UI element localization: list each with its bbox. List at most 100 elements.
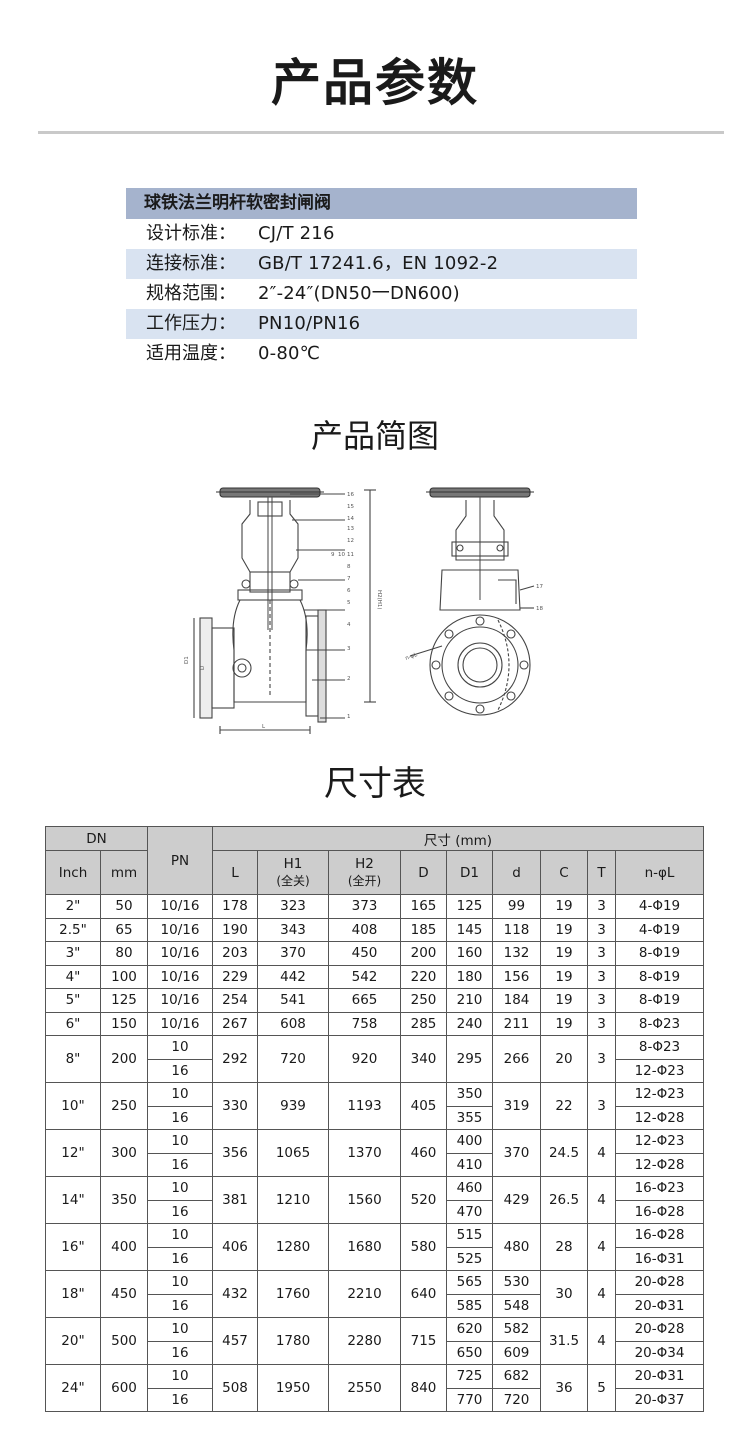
cell-l: 432 <box>212 1270 258 1318</box>
cell-l: 190 <box>212 917 258 942</box>
cell-inch: 12" <box>45 1129 101 1177</box>
header-h1: H1(全关) <box>257 850 329 895</box>
cell-h2: 2280 <box>328 1317 401 1365</box>
spec-row-connection: 连接标准： GB/T 17241.6，EN 1092-2 <box>126 249 637 279</box>
cell-npl: 16-Φ28 <box>615 1199 704 1224</box>
cell-inch: 14" <box>45 1176 101 1224</box>
cell-pn: 16 <box>147 1058 213 1083</box>
cell-d-outer: 580 <box>400 1223 447 1271</box>
cell-npl: 20-Φ31 <box>615 1364 704 1389</box>
spec-value: 2″-24″(DN50一DN600) <box>258 283 460 304</box>
cell-d-outer: 185 <box>400 917 447 942</box>
header-inch: Inch <box>45 850 101 895</box>
spec-panel: 球铁法兰明杆软密封闸阀 设计标准： CJ/T 216 连接标准： GB/T 17… <box>126 188 637 369</box>
cell-npl: 8-Φ23 <box>615 1035 704 1060</box>
cell-c: 30 <box>540 1270 588 1318</box>
cell-t: 3 <box>587 941 616 966</box>
cell-c: 19 <box>540 941 588 966</box>
cell-inch: 2" <box>45 894 101 919</box>
cell-npl: 4-Φ19 <box>615 894 704 919</box>
cell-mm: 600 <box>100 1364 148 1412</box>
cell-l: 229 <box>212 964 258 989</box>
spec-label: 连接标准： <box>146 253 236 274</box>
header-d-outer: D <box>400 850 447 895</box>
header-t: T <box>587 850 616 895</box>
cell-d-inner: 530 <box>492 1270 541 1295</box>
cell-l: 203 <box>212 941 258 966</box>
cell-h1: 323 <box>257 894 329 919</box>
cell-mm: 200 <box>100 1035 148 1083</box>
cell-d-outer: 200 <box>400 941 447 966</box>
spec-value: GB/T 17241.6，EN 1092-2 <box>258 253 499 274</box>
header-h2-label: H2 <box>355 856 374 872</box>
cell-c: 19 <box>540 917 588 942</box>
cell-mm: 50 <box>100 894 148 919</box>
cell-npl: 12-Φ23 <box>615 1082 704 1107</box>
cell-npl: 12-Φ28 <box>615 1152 704 1177</box>
cell-l: 406 <box>212 1223 258 1271</box>
cell-h2: 1193 <box>328 1082 401 1130</box>
cell-pn: 10/16 <box>147 988 213 1013</box>
cell-d-inner: 118 <box>492 917 541 942</box>
cell-c: 19 <box>540 894 588 919</box>
cell-t: 3 <box>587 1011 616 1036</box>
cell-npl: 8-Φ19 <box>615 988 704 1013</box>
cell-mm: 400 <box>100 1223 148 1271</box>
cell-h1: 1950 <box>257 1364 329 1412</box>
header-npl: n-φL <box>615 850 704 895</box>
cell-h1: 1780 <box>257 1317 329 1365</box>
cell-l: 178 <box>212 894 258 919</box>
part-label: 8 <box>347 564 351 570</box>
cell-inch: 2.5" <box>45 917 101 942</box>
cell-d-outer: 165 <box>400 894 447 919</box>
cell-d1: 355 <box>446 1105 493 1130</box>
cell-pn: 10/16 <box>147 1011 213 1036</box>
dim-label: D1 <box>184 656 190 664</box>
cell-npl: 16-Φ31 <box>615 1246 704 1271</box>
part-labels: 16 15 14 13 12 9 10 11 8 7 6 5 4 3 2 1 1… <box>184 492 543 730</box>
spec-value: PN10/PN16 <box>258 313 361 334</box>
cell-d-outer: 220 <box>400 964 447 989</box>
dim-label: n-φL <box>405 652 419 662</box>
cell-h1: 442 <box>257 964 329 989</box>
cell-d-inner: 211 <box>492 1011 541 1036</box>
cell-d-outer: 460 <box>400 1129 447 1177</box>
cell-d-inner: 548 <box>492 1293 541 1318</box>
dim-label: L <box>262 724 266 730</box>
cell-h1: 720 <box>257 1035 329 1083</box>
cell-d-inner: 720 <box>492 1387 541 1412</box>
cell-h2: 450 <box>328 941 401 966</box>
cell-d1: 210 <box>446 988 493 1013</box>
dim-label: D <box>200 666 206 670</box>
cell-inch: 16" <box>45 1223 101 1271</box>
cell-t: 3 <box>587 988 616 1013</box>
cell-t: 4 <box>587 1317 616 1365</box>
cell-t: 4 <box>587 1270 616 1318</box>
part-label: 7 <box>347 576 351 582</box>
cell-d1: 565 <box>446 1270 493 1295</box>
cell-pn: 16 <box>147 1246 213 1271</box>
cell-c: 36 <box>540 1364 588 1412</box>
header-l: L <box>212 850 258 895</box>
cell-c: 20 <box>540 1035 588 1083</box>
cell-pn: 10 <box>147 1082 213 1107</box>
cell-c: 19 <box>540 964 588 989</box>
cell-c: 28 <box>540 1223 588 1271</box>
cell-c: 31.5 <box>540 1317 588 1365</box>
cell-d-outer: 340 <box>400 1035 447 1083</box>
header-mm: mm <box>100 850 148 895</box>
cell-t: 3 <box>587 894 616 919</box>
cell-d-outer: 520 <box>400 1176 447 1224</box>
part-label: 17 <box>536 584 543 590</box>
header-d1: D1 <box>446 850 493 895</box>
